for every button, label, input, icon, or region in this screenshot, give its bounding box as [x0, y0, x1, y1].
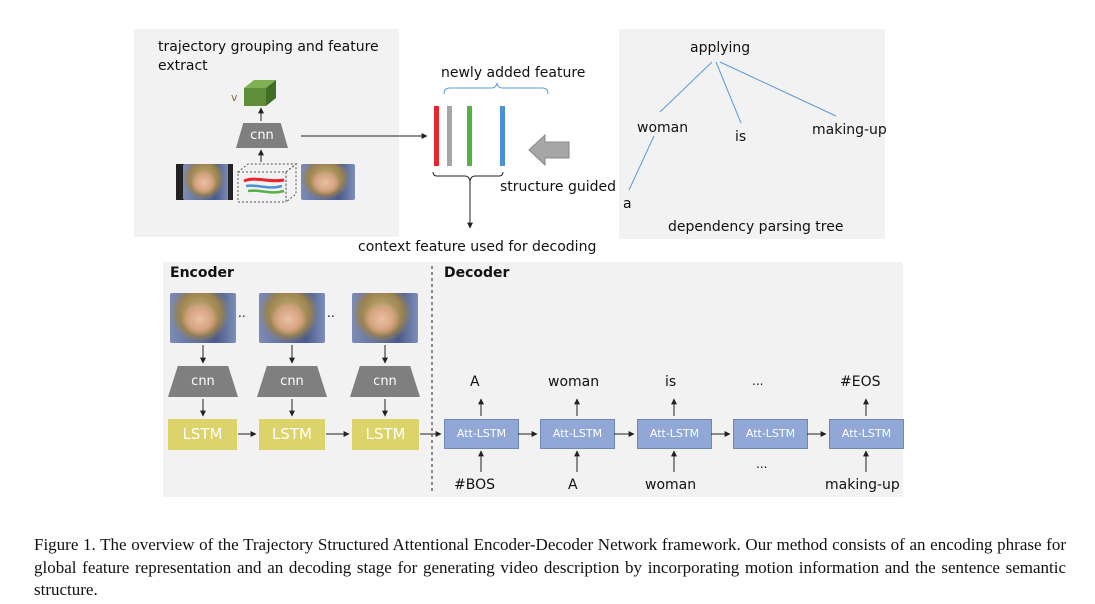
att-lstm-5: Att-LSTM — [829, 419, 904, 449]
trajectory-cube-icon — [236, 162, 298, 204]
decoder-input-5: making-up — [825, 477, 900, 493]
structure-guided-label: structure guided — [500, 179, 617, 195]
structure-arrow-icon — [528, 133, 570, 167]
encoder-frame-1 — [170, 293, 236, 343]
encoder-frame-2 — [259, 293, 325, 343]
feature-bar-green — [467, 106, 472, 166]
tree-node-is: is — [735, 129, 747, 145]
decoder-output-5: #EOS — [840, 374, 881, 390]
encoder-cnn-2: cnn — [257, 366, 327, 397]
decoder-output-3: is — [665, 374, 677, 390]
tree-node-a: a — [623, 196, 632, 212]
context-feature-label: context feature used for decoding — [358, 239, 597, 255]
encoder-title: Encoder — [170, 265, 234, 281]
video-frame-right — [301, 164, 355, 200]
newly-added-feature-label: newly added feature — [441, 65, 586, 81]
encoder-cnn-1: cnn — [168, 366, 238, 397]
decoder-input-2: A — [568, 477, 578, 493]
encoder-cnn-3: cnn — [350, 366, 420, 397]
cnn-block-top: cnn — [236, 123, 288, 148]
film-strip-left — [176, 164, 184, 200]
trajectory-title: trajectory grouping and feature extract — [158, 39, 379, 74]
tree-caption: dependency parsing tree — [668, 219, 844, 235]
tree-node-woman: woman — [637, 120, 689, 136]
tree-root-applying: applying — [690, 40, 751, 56]
feature-bar-gray — [447, 106, 452, 166]
decoder-input-3: woman — [645, 477, 697, 493]
encoder-frame-3 — [352, 293, 418, 343]
encoder-lstm-2: LSTM — [259, 419, 325, 450]
feature-bar-red — [434, 106, 439, 166]
decoder-input-1: #BOS — [454, 477, 495, 493]
tree-node-making-up: making-up — [812, 122, 887, 138]
att-lstm-4: Att-LSTM — [733, 419, 808, 449]
film-strip-left-end — [228, 164, 233, 200]
encoder-lstm-3: LSTM — [352, 419, 419, 450]
encoder-ellipsis-1: .. — [238, 306, 246, 320]
encoder-lstm-1: LSTM — [168, 419, 237, 450]
v-label: v — [231, 91, 238, 104]
feature-bar-blue — [500, 106, 505, 166]
att-lstm-1: Att-LSTM — [444, 419, 519, 449]
decoder-output-2: woman — [548, 374, 600, 390]
decoder-input-4: ... — [756, 457, 768, 471]
decoder-title: Decoder — [444, 265, 510, 281]
decoder-output-1: A — [470, 374, 480, 390]
video-frame-left — [183, 164, 229, 200]
parsing-tree-panel — [619, 29, 885, 239]
att-lstm-3: Att-LSTM — [637, 419, 712, 449]
figure-caption: Figure 1. The overview of the Trajectory… — [34, 535, 1066, 599]
decoder-output-4: ... — [752, 374, 764, 388]
encoder-ellipsis-2: .. — [327, 306, 335, 320]
